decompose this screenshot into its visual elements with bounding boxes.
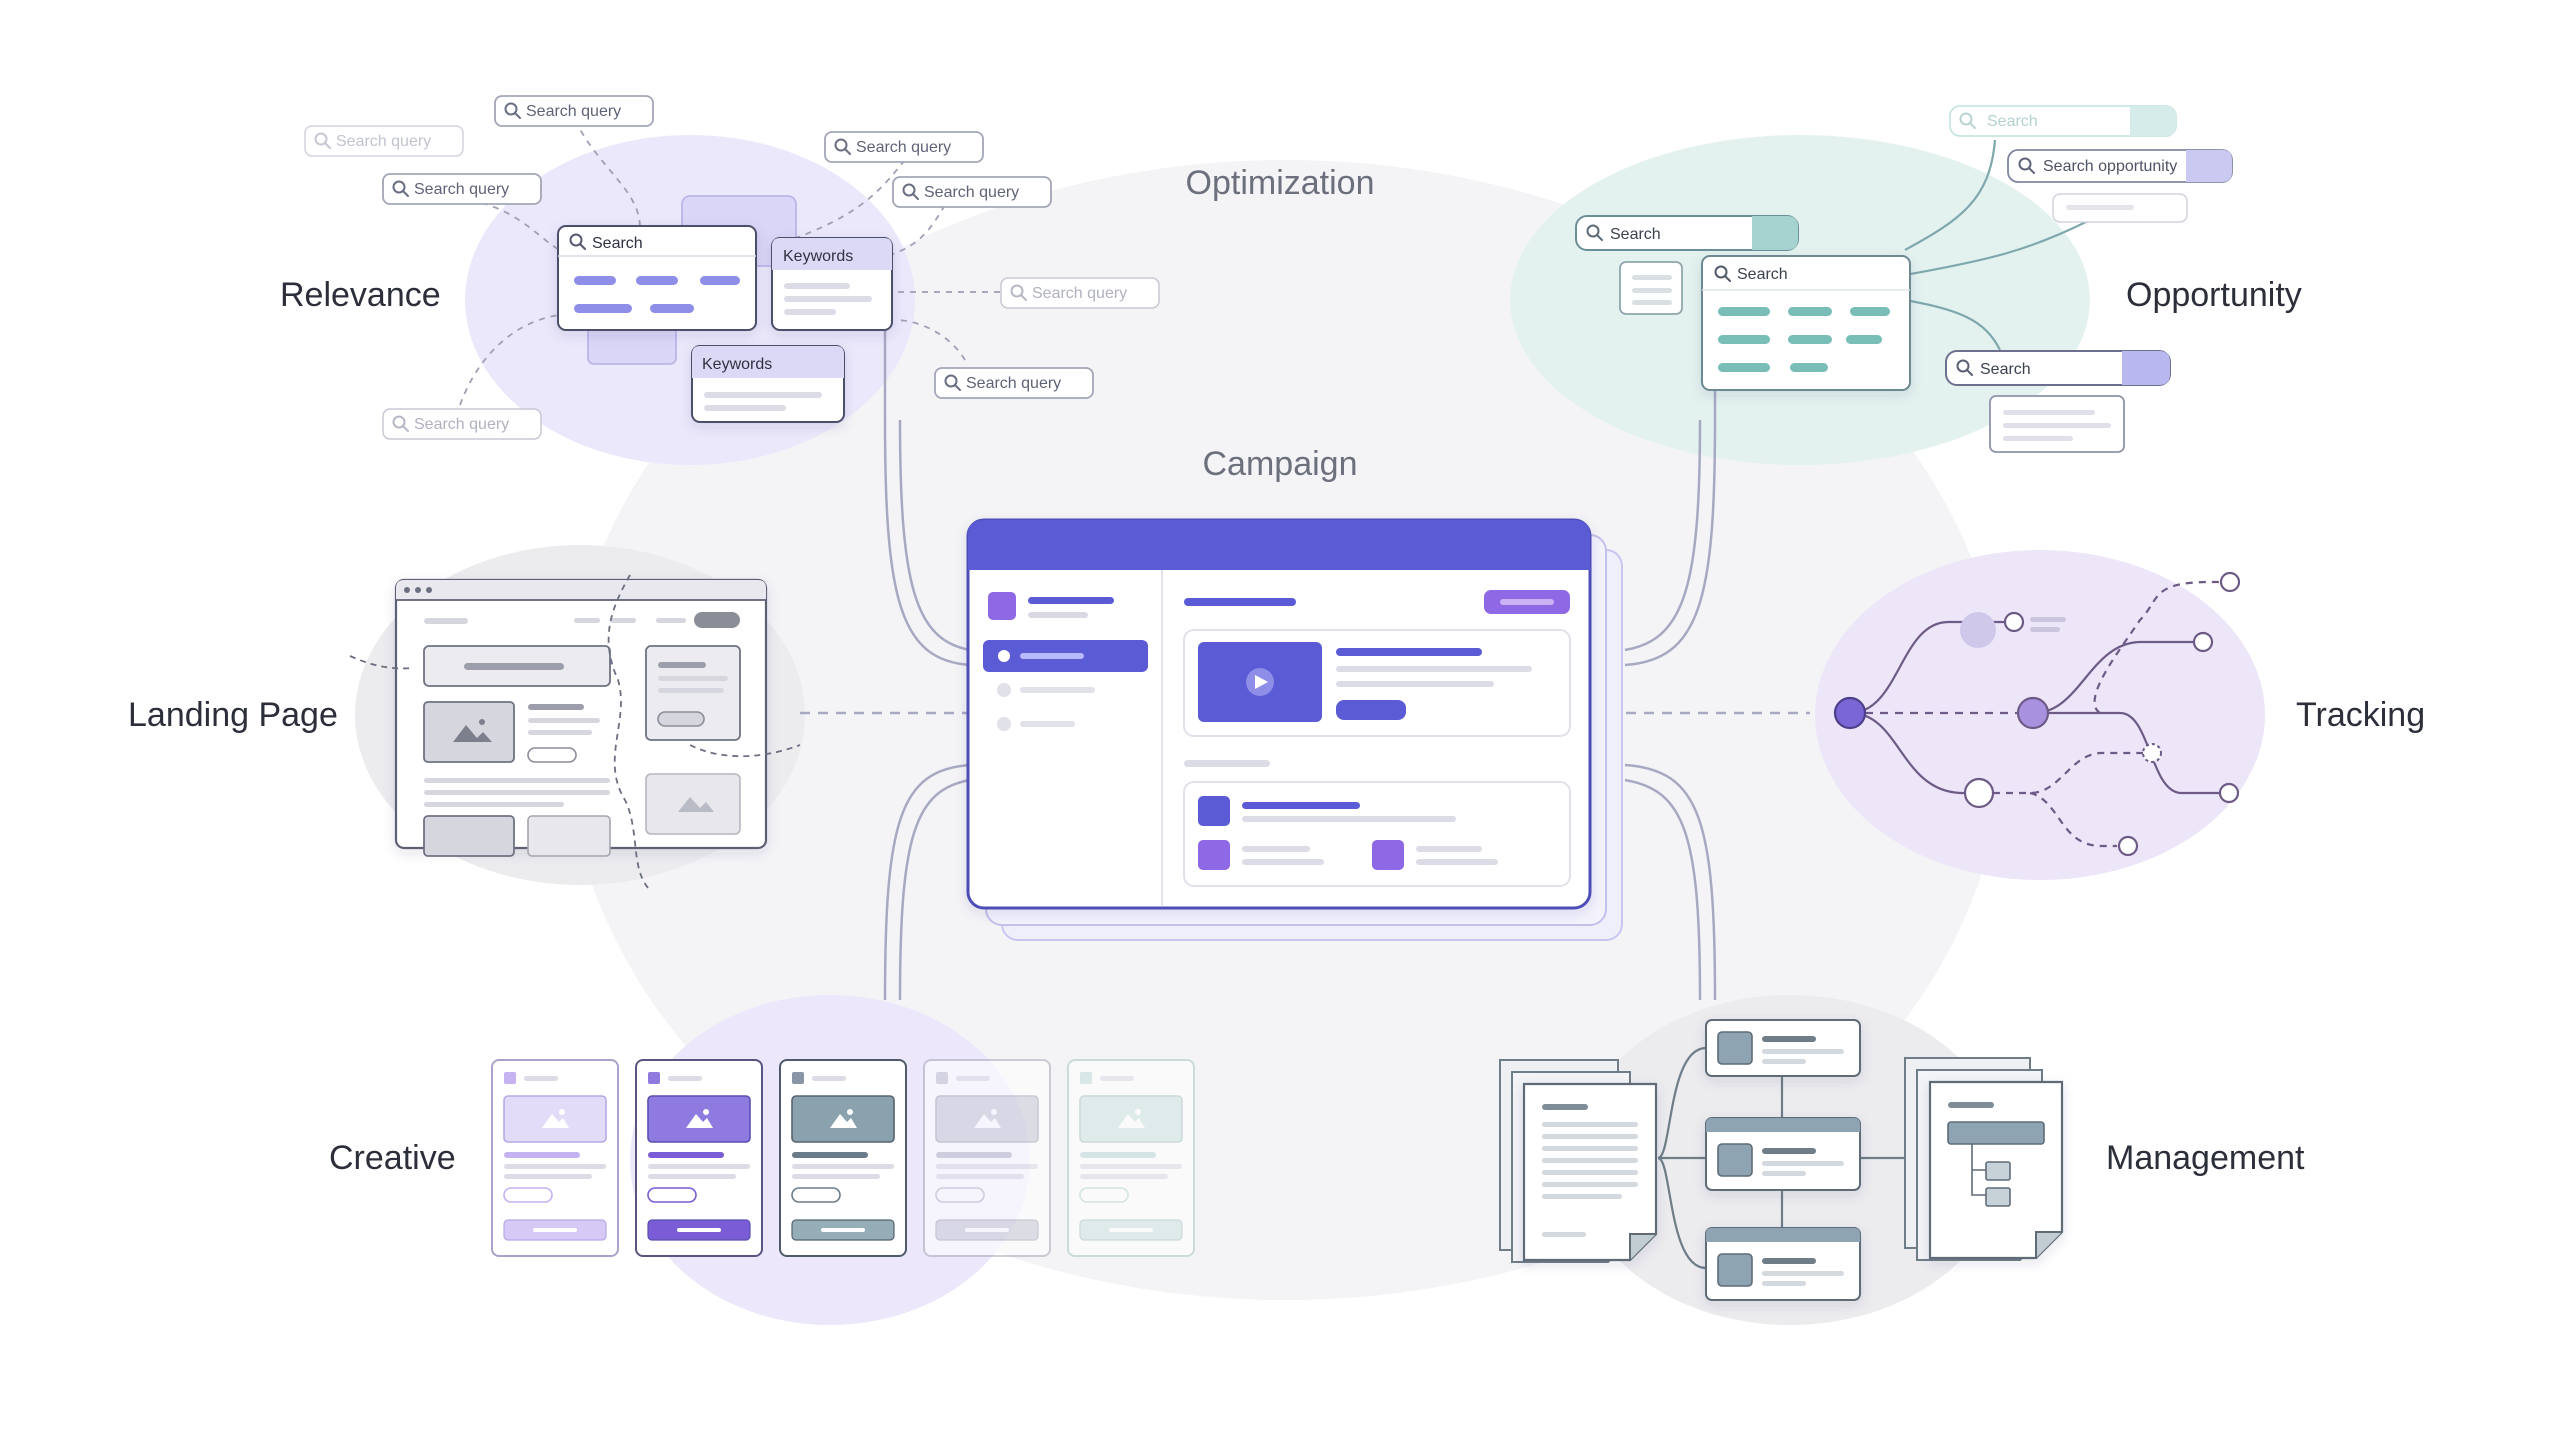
search-query-pill-faded[interactable]	[1000, 277, 1160, 309]
opportunity-texts: Search Search opportunity Search Search …	[1610, 113, 2177, 378]
tracking-label: Tracking	[2296, 696, 2425, 734]
image-icon	[686, 1114, 713, 1128]
image-icon	[1118, 1114, 1145, 1128]
search-query-text: Search query	[414, 416, 509, 433]
creative-label: Creative	[329, 1139, 456, 1177]
relevance-label: Relevance	[280, 276, 441, 314]
landing-page-wireframe	[349, 574, 801, 891]
search-query-text: Search query	[924, 184, 1019, 201]
creative-card[interactable]	[779, 1059, 907, 1257]
search-text: Search	[1610, 226, 1661, 243]
sidebar-item[interactable]	[997, 717, 1011, 731]
keywords-label-2: Keywords	[702, 356, 772, 373]
image-icon	[974, 1114, 1001, 1128]
creative-card[interactable]	[491, 1059, 619, 1257]
search-query-text: Search query	[526, 103, 621, 120]
relevance-cluster	[304, 95, 1160, 440]
campaign-title: Campaign	[1203, 445, 1358, 483]
tracking-tree	[1849, 580, 2229, 848]
search-query-pill-faded[interactable]	[304, 125, 464, 157]
campaign-window	[966, 518, 1623, 941]
creative-card[interactable]	[635, 1059, 763, 1257]
search-text: Search	[1987, 113, 2038, 130]
sidebar-avatar	[988, 592, 1016, 620]
search-card-label: Search	[592, 235, 643, 252]
connectors	[800, 270, 1810, 1001]
section-labels: Optimization Campaign Relevance Opportun…	[128, 164, 2425, 1177]
search-query-pill[interactable]	[382, 173, 542, 205]
search-query-pill[interactable]	[494, 95, 654, 127]
search-query-pill-faded[interactable]	[382, 408, 542, 440]
creative-card[interactable]	[923, 1059, 1051, 1257]
video-cta-button[interactable]	[1336, 700, 1406, 720]
keywords-label: Keywords	[783, 248, 853, 265]
search-query-pill[interactable]	[892, 176, 1052, 208]
tracking-nodes	[1833, 571, 2241, 857]
window-titlebar	[968, 520, 1590, 570]
search-query-text: Search query	[856, 139, 951, 156]
search-opportunity-text: Search opportunity	[2043, 158, 2177, 175]
search-query-text: Search query	[1032, 285, 1127, 302]
sidebar-item[interactable]	[997, 683, 1011, 697]
creative-cards	[491, 1059, 1195, 1257]
management-cluster	[1499, 1019, 2064, 1301]
search-query-pill[interactable]	[824, 131, 984, 163]
image-icon	[453, 725, 492, 742]
search-query-text: Search query	[966, 375, 1061, 392]
image-icon	[830, 1114, 857, 1128]
relevance-texts: Search Keywords Keywords Search query Se…	[336, 103, 1127, 433]
search-query-text: Search query	[336, 133, 431, 150]
search-text: Search	[1980, 361, 2031, 378]
opportunity-label: Opportunity	[2126, 276, 2302, 314]
optimization-title: Optimization	[1186, 164, 1375, 202]
search-query-pill[interactable]	[934, 367, 1094, 399]
search-query-text: Search query	[414, 181, 509, 198]
management-label: Management	[2106, 1139, 2305, 1177]
search-card-label: Search	[1737, 266, 1788, 283]
image-icon	[542, 1114, 569, 1128]
opportunity-cluster	[1575, 105, 2233, 453]
landing-page-label: Landing Page	[128, 696, 338, 734]
creative-card[interactable]	[1067, 1059, 1195, 1257]
